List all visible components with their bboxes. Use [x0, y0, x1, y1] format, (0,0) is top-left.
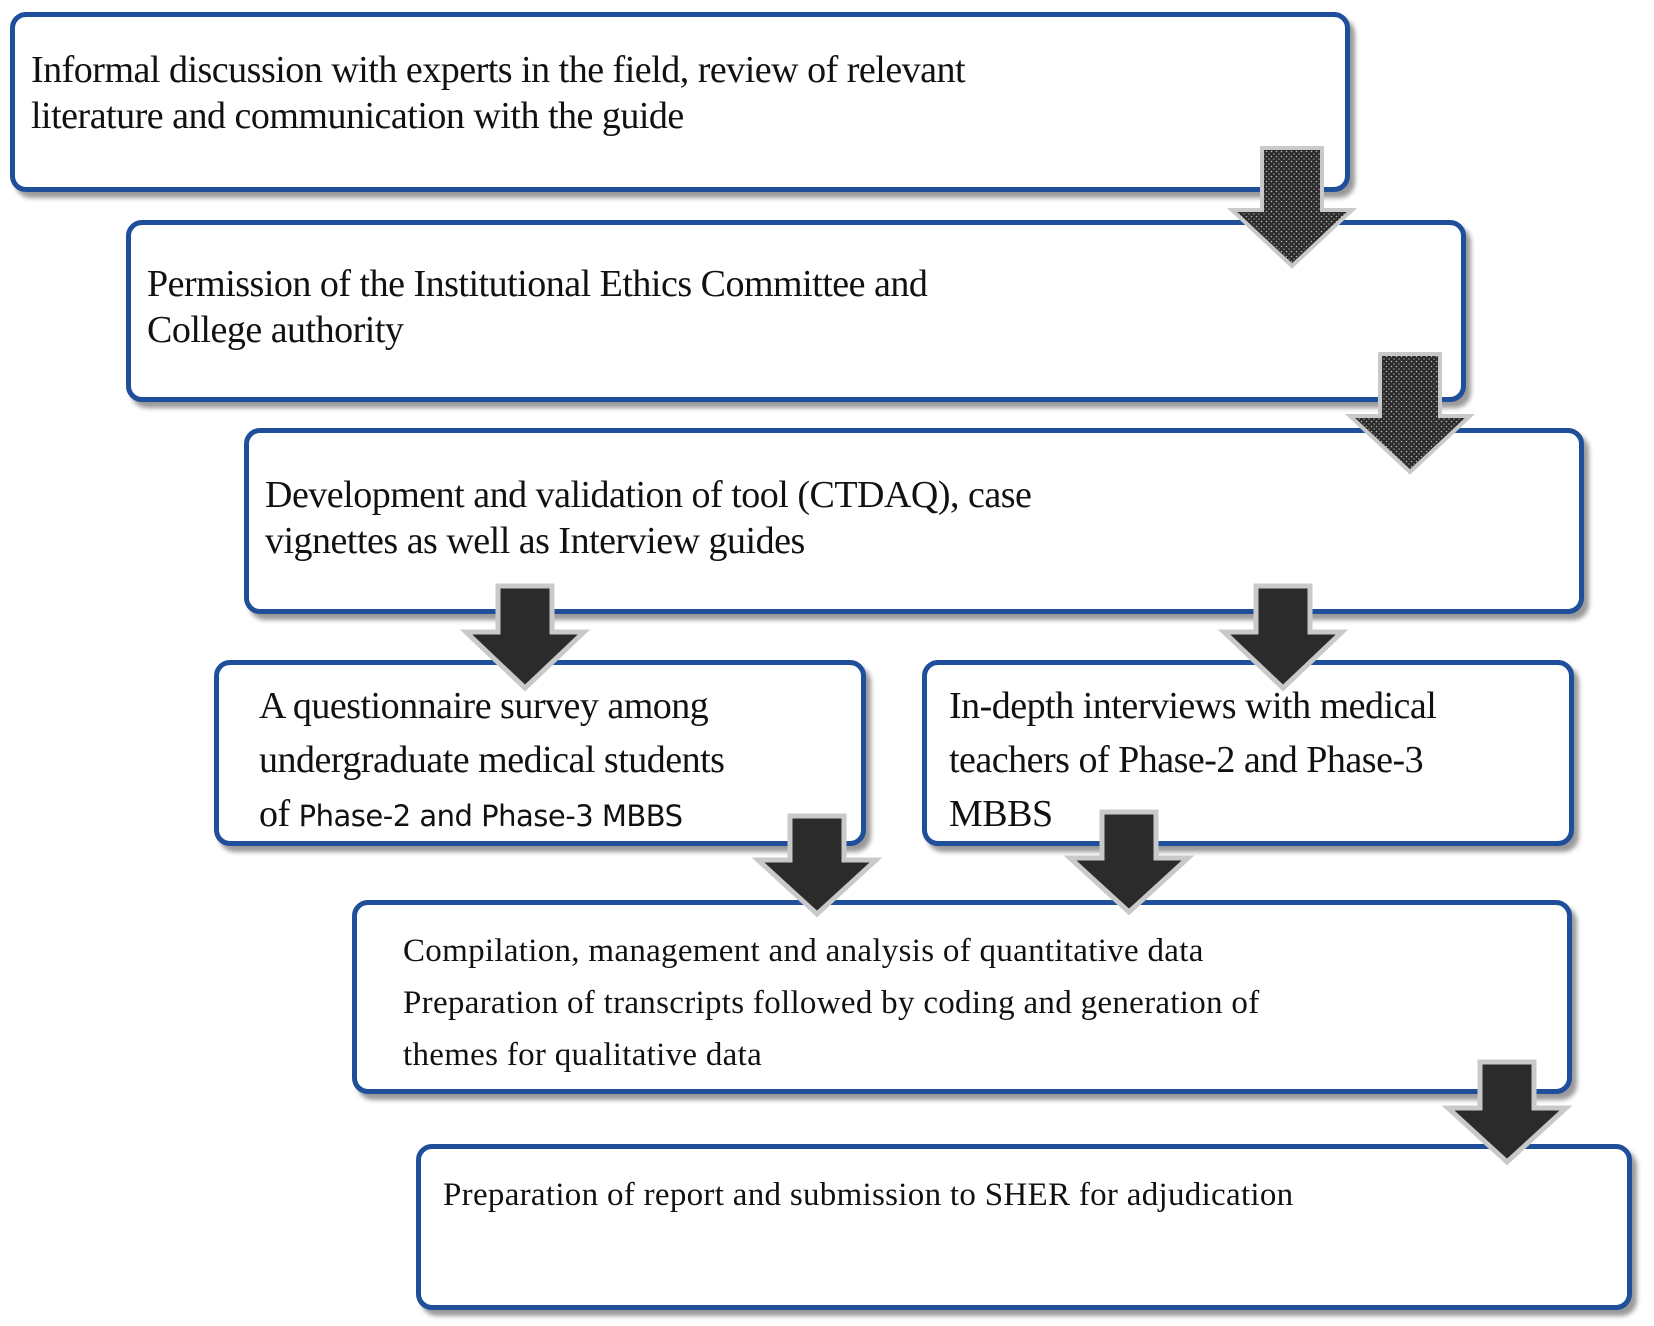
step-text-line: Preparation of transcripts followed by c…	[403, 985, 1260, 1021]
step-text-line: literature and communication with the gu…	[31, 95, 684, 137]
step-text-line: Permission of the Institutional Ethics C…	[147, 263, 928, 305]
step-tool-development: Development and validation of tool (CTDA…	[244, 428, 1584, 614]
step-text-phase: Phase-2 and Phase-3 MBBS	[298, 799, 683, 833]
step-permission-text: Permission of the Institutional Ethics C…	[147, 261, 928, 353]
step-text-line: Development and validation of tool (CTDA…	[265, 474, 1032, 516]
step-informal-discussion: Informal discussion with experts in the …	[10, 12, 1350, 192]
step-indepth-interviews: In-depth interviews with medical teacher…	[922, 660, 1574, 846]
step-report: Preparation of report and submission to …	[416, 1144, 1632, 1310]
step-text-line: A questionnaire survey among	[259, 685, 709, 727]
step-compilation-text: Compilation, management and analysis of …	[403, 925, 1259, 1081]
step-text-line: Preparation of report and submission to …	[443, 1177, 1294, 1213]
step-text-line: MBBS	[949, 793, 1053, 835]
step-permission: Permission of the Institutional Ethics C…	[126, 220, 1466, 402]
step-text-line: undergraduate medical students	[259, 739, 725, 781]
step-text-line: themes for qualitative data	[403, 1037, 763, 1073]
step-compilation: Compilation, management and analysis of …	[352, 900, 1572, 1094]
step-text-line: College authority	[147, 309, 404, 351]
step-text-line: of Phase-2 and Phase-3 MBBS	[259, 787, 724, 843]
step-tool-development-text: Development and validation of tool (CTDA…	[265, 472, 1032, 564]
step-text-line: Compilation, management and analysis of …	[403, 933, 1204, 969]
step-questionnaire-survey-text: A questionnaire survey among undergradua…	[259, 679, 725, 843]
step-text-line: Informal discussion with experts in the …	[31, 49, 966, 91]
step-text-line: vignettes as well as Interview guides	[265, 520, 805, 562]
step-indepth-interviews-text: In-depth interviews with medical teacher…	[949, 679, 1437, 841]
step-questionnaire-survey: A questionnaire survey among undergradua…	[214, 660, 866, 846]
step-text-line: teachers of Phase-2 and Phase-3	[949, 739, 1424, 781]
step-text-prefix: of	[259, 793, 299, 835]
step-informal-discussion-text: Informal discussion with experts in the …	[31, 47, 966, 139]
step-text-line: In-depth interviews with medical	[949, 685, 1437, 727]
step-report-text: Preparation of report and submission to …	[443, 1169, 1294, 1221]
